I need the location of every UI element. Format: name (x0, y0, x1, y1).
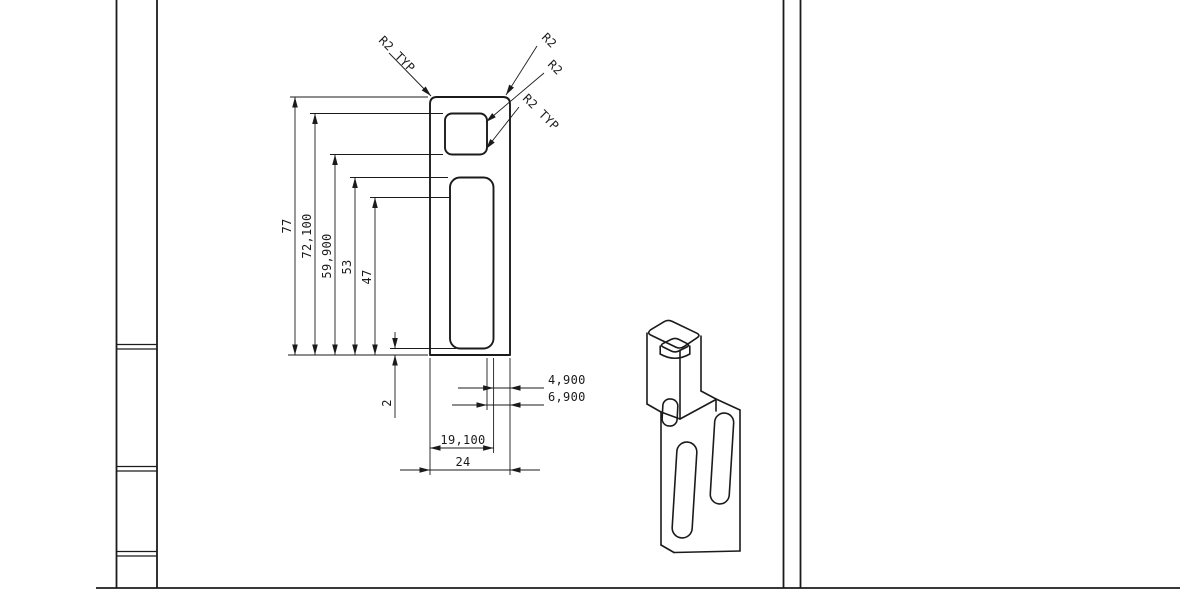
isometric-view[interactable] (646, 319, 741, 554)
arrowhead (292, 344, 298, 355)
front-view[interactable]: 77 72,100 59,900 53 47 (280, 30, 586, 475)
arrowhead (392, 338, 398, 349)
small-slot[interactable] (444, 112, 488, 156)
arrowhead (510, 467, 521, 473)
radius-text[interactable]: R2 (545, 57, 566, 78)
sheet-frame (96, 0, 1180, 589)
dimension-6-900[interactable]: 6,900 (452, 390, 586, 408)
dimension-19-100[interactable]: 19,100 (430, 433, 494, 451)
radius-text[interactable]: R2 TYP (376, 33, 418, 75)
arrowhead (483, 385, 494, 391)
iso-step-edge (646, 403, 662, 413)
iso-edge (679, 398, 717, 420)
dimension-2[interactable]: 2 (380, 332, 398, 418)
arrowhead (372, 344, 378, 355)
dimension-text[interactable]: 53 (340, 259, 354, 274)
dimension-text[interactable]: 77 (280, 218, 294, 233)
dimension-text[interactable]: 2 (380, 399, 394, 407)
dimension-text[interactable]: 6,900 (548, 390, 586, 404)
dimension-text[interactable]: 24 (455, 455, 470, 469)
dimension-text[interactable]: 4,900 (548, 373, 586, 387)
dimension-text[interactable]: 72,100 (300, 213, 314, 258)
arrowhead (486, 113, 496, 122)
iso-bottom-edge (673, 550, 741, 554)
iso-slot-front[interactable] (671, 441, 698, 539)
arrowhead (506, 84, 514, 95)
part-outline[interactable] (429, 96, 511, 356)
arrowhead (332, 154, 338, 165)
iso-edge (715, 398, 741, 411)
arrowhead (510, 385, 521, 391)
radius-text[interactable]: R2 (539, 30, 560, 51)
dimension-text[interactable]: 47 (360, 269, 374, 284)
arrowhead (392, 355, 398, 366)
arrowhead (332, 344, 338, 355)
dimension-72-100[interactable]: 72,100 (300, 113, 318, 356)
iso-square-hole[interactable] (660, 337, 690, 353)
iso-slot-back[interactable] (709, 412, 735, 505)
arrowhead (372, 197, 378, 208)
dimension-59-900[interactable]: 59,900 (320, 154, 338, 356)
arrowhead (430, 445, 441, 451)
iso-top-face[interactable] (647, 319, 700, 349)
arrowhead (312, 344, 318, 355)
leader-line (485, 72, 545, 123)
iso-hole-bottom-edge (659, 353, 691, 360)
arrowhead (486, 139, 495, 149)
arrowhead (483, 445, 494, 451)
part-outline-group[interactable] (429, 96, 511, 356)
dimension-4-900[interactable]: 4,900 (458, 373, 586, 391)
iso-bottom-edge (660, 544, 675, 554)
radius-text[interactable]: R2 TYP (520, 91, 562, 133)
dimension-77[interactable]: 77 (280, 97, 298, 355)
arrowhead (292, 97, 298, 108)
arrowhead (510, 402, 521, 408)
arrowhead (352, 177, 358, 188)
dimension-text[interactable]: 19,100 (440, 433, 485, 447)
arrowhead (312, 113, 318, 124)
radius-callout-r2-mid[interactable]: R2 (485, 57, 566, 123)
dimension-text[interactable]: 59,900 (320, 233, 334, 278)
dimension-53[interactable]: 53 (340, 177, 358, 356)
dimension-24[interactable]: 24 (400, 455, 540, 473)
dimension-47[interactable]: 47 (360, 197, 378, 356)
radius-callout-r2-typ-right[interactable]: R2 TYP (485, 91, 562, 150)
radius-callout-r2-typ-left[interactable]: R2 TYP (376, 33, 432, 97)
iso-edge (700, 390, 717, 400)
extension-lines (288, 96, 511, 475)
large-slot[interactable] (449, 176, 495, 350)
arrowhead (476, 402, 487, 408)
iso-step-detail (661, 398, 679, 427)
arrowhead (421, 86, 431, 96)
arrowhead (352, 344, 358, 355)
arrowhead (419, 467, 430, 473)
